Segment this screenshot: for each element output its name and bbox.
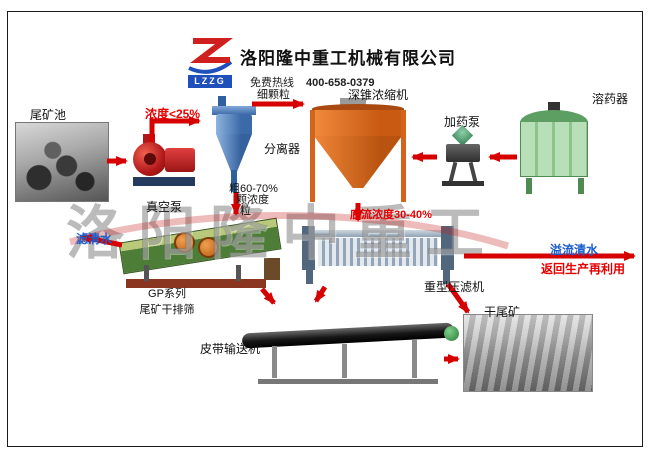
cyclone-spigot	[231, 170, 237, 192]
hotline-number: 400-658-0379	[306, 77, 375, 89]
label-dosing-pump: 加药泵	[444, 115, 481, 129]
tank-body	[520, 122, 588, 177]
label-tailings-pond: 尾矿池	[30, 108, 67, 122]
screen-leg-right	[236, 265, 241, 281]
screen-vibrator-icon	[174, 232, 195, 253]
press-end-plate-left	[302, 226, 315, 270]
screen-leg-left	[144, 265, 149, 281]
logo-text: LZZG	[188, 75, 232, 88]
belt-conveyor-graphic	[241, 302, 460, 386]
screen-discharge-chute	[264, 258, 280, 280]
hotline: 免费热线 400-658-0379	[250, 74, 375, 90]
diagram-border	[7, 11, 643, 447]
conveyor-base-rail	[258, 379, 438, 384]
conveyor-leg	[342, 344, 347, 378]
tank-motor	[548, 102, 560, 112]
press-top-beam	[306, 230, 450, 237]
label-deep-cone-thickener: 深锥浓缩机	[348, 88, 409, 102]
dosing-pump-leg-left	[448, 161, 458, 183]
dissolver-tank-graphic	[520, 102, 590, 194]
company-name: 洛阳隆中重工机械有限公司	[240, 49, 456, 68]
label-fine-particles: 细颗粒	[257, 89, 290, 101]
label-coarse-line1: 粗60-70%	[229, 183, 278, 195]
filter-press-graphic	[302, 222, 454, 284]
label-reuse: 返回生产再利用	[541, 262, 626, 276]
press-plate-stack	[318, 238, 438, 266]
press-end-plate-right	[441, 226, 454, 270]
label-separator: 分离器	[264, 142, 301, 156]
label-dissolver: 溶药器	[592, 92, 629, 106]
thickener-cone	[314, 136, 402, 188]
deep-cone-thickener-graphic	[310, 98, 408, 206]
conveyor-leg	[412, 340, 417, 378]
gp-dewatering-screen-graphic	[116, 216, 286, 294]
dosing-pump-leg-right	[468, 161, 478, 183]
label-dry-tailings: 干尾矿	[484, 305, 521, 319]
label-belt-conveyor: 皮带输送机	[200, 342, 261, 356]
dosing-pump-graphic	[440, 124, 486, 188]
dry-tailings-photo	[463, 314, 593, 392]
conveyor-leg	[272, 346, 277, 378]
screen-base-frame	[126, 279, 266, 288]
watermark-text: 洛阳隆中重工	[66, 201, 499, 266]
thickener-feed	[340, 98, 366, 106]
label-coarse-concentration: 粗60-70% 颗浓度 粒	[229, 184, 278, 217]
pump-hub	[144, 153, 156, 165]
label-coarse-line3: 粒	[240, 205, 251, 217]
tailings-pond-photo	[15, 122, 109, 202]
label-overflow-water: 溢流清水	[550, 243, 599, 257]
screen-vibrator-icon	[198, 237, 219, 258]
hotline-label: 免费热线	[250, 77, 294, 89]
label-coarse-line2: 颗浓度	[236, 194, 269, 206]
label-gp-screen: GP系列 尾矿干排筛	[122, 285, 212, 317]
cyclone-body	[216, 114, 252, 134]
logo-swoosh-icon	[188, 60, 233, 74]
label-gp-screen-line2: 尾矿干排筛	[139, 304, 195, 316]
lzzg-logo-icon: LZZG	[186, 36, 234, 88]
tank-leg-left	[526, 178, 532, 194]
label-gp-screen-line1: GP系列	[148, 288, 186, 300]
conveyor-belt	[241, 322, 455, 349]
tank-cap	[520, 110, 588, 124]
press-leg-right	[443, 270, 450, 284]
label-vacuum-pump: 真空泵	[146, 200, 183, 214]
conveyor-head-pulley	[444, 326, 459, 341]
cyclone-cone	[216, 134, 252, 172]
thickener-body	[314, 110, 402, 136]
label-concentration-lt-25: 浓度<25%	[145, 107, 201, 121]
dosing-pump-body	[446, 144, 480, 162]
label-filter-press: 重型压滤机	[424, 280, 485, 294]
vacuum-pump-graphic	[133, 134, 197, 192]
logo-z-icon	[190, 38, 233, 63]
cyclone-vent-pipe	[218, 96, 226, 110]
tank-leg-right	[578, 178, 584, 194]
separator-cyclone-graphic	[212, 96, 264, 196]
cyclone-inlet-pipe	[212, 106, 256, 115]
label-filtered-water: 滤清水	[76, 232, 113, 246]
press-leg-left	[306, 270, 313, 284]
label-underflow-concentration: 底流浓度30-40%	[350, 209, 432, 221]
thickener-leg-left	[310, 110, 315, 202]
pump-base	[133, 177, 195, 186]
pump-motor	[165, 148, 195, 172]
thickener-leg-right	[401, 110, 406, 202]
dosing-pump-base	[442, 181, 484, 186]
